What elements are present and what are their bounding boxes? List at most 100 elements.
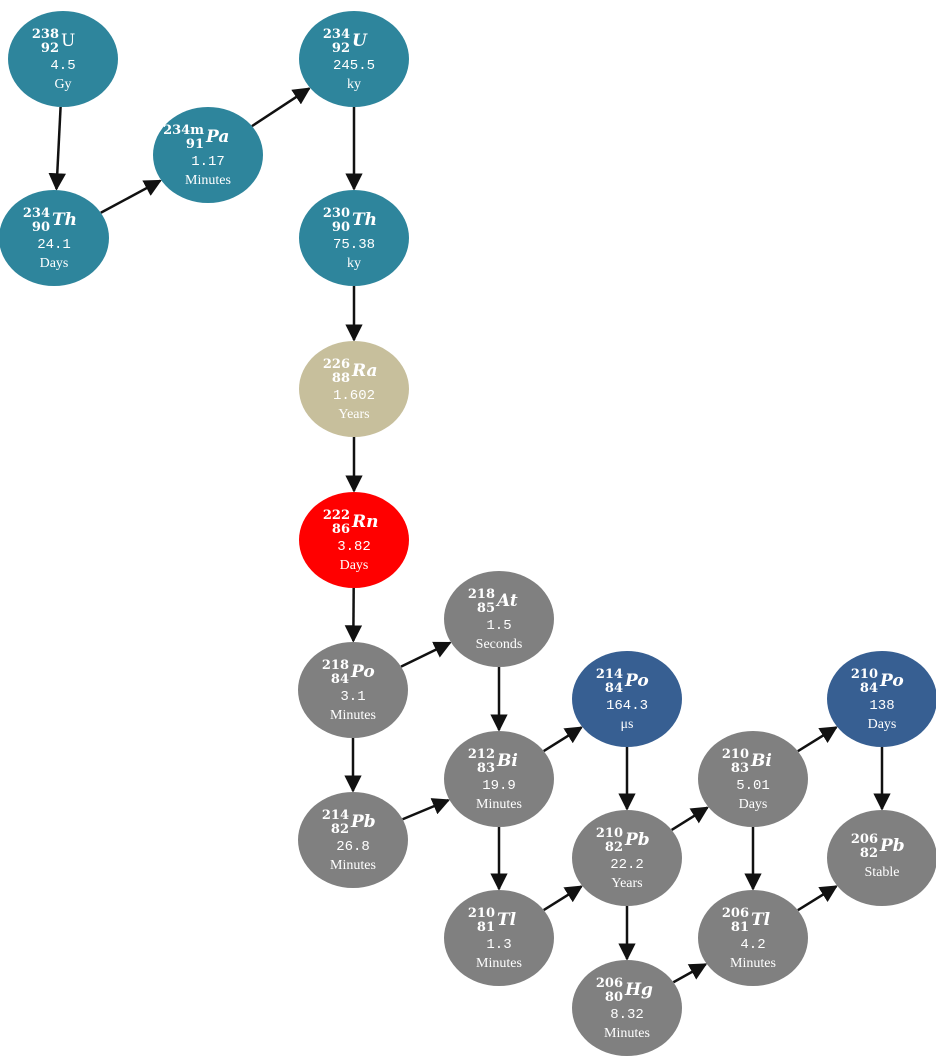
half-life-unit: ky bbox=[347, 77, 361, 92]
half-life-value: 1.602 bbox=[333, 388, 375, 404]
decay-arrow-hg206-to-tl206 bbox=[672, 963, 708, 984]
element-symbol: Pb bbox=[350, 812, 376, 832]
half-life-unit: ky bbox=[347, 256, 361, 271]
half-life-unit: Minutes bbox=[330, 858, 376, 873]
atomic-number: 82 bbox=[331, 822, 349, 837]
element-symbol: Pa bbox=[205, 127, 229, 147]
nuclide-circle bbox=[698, 890, 808, 986]
element-symbol: Th bbox=[52, 210, 77, 230]
nuclide-circle bbox=[572, 651, 682, 747]
half-life-unit: Stable bbox=[865, 865, 900, 880]
half-life-unit: Minutes bbox=[604, 1026, 650, 1041]
decay-arrow-bi212-to-po214 bbox=[543, 726, 583, 753]
half-life-unit: μs bbox=[621, 717, 634, 732]
mass-number: 212 bbox=[468, 747, 495, 762]
nuclide-circle bbox=[8, 11, 118, 107]
element-symbol: Pb bbox=[879, 836, 905, 856]
atomic-number: 83 bbox=[731, 761, 749, 776]
atomic-number: 90 bbox=[32, 220, 50, 235]
atomic-number: 90 bbox=[332, 220, 350, 235]
half-life-unit: Days bbox=[40, 256, 69, 271]
element-symbol: Pb bbox=[624, 830, 650, 850]
atomic-number: 81 bbox=[477, 920, 495, 935]
atomic-number: 92 bbox=[41, 41, 59, 56]
mass-number: 218 bbox=[322, 658, 349, 673]
atomic-number: 91 bbox=[186, 137, 204, 152]
mass-number: 226 bbox=[323, 357, 350, 372]
half-life-unit: Minutes bbox=[185, 173, 231, 188]
mass-number: 210 bbox=[468, 906, 495, 921]
element-symbol: Hg bbox=[624, 980, 653, 1000]
atomic-number: 86 bbox=[332, 522, 350, 537]
mass-number: 206 bbox=[851, 832, 878, 847]
atomic-number: 81 bbox=[731, 920, 749, 935]
half-life-value: 138 bbox=[869, 698, 894, 714]
atomic-number: 82 bbox=[860, 846, 878, 861]
element-symbol: Bi bbox=[750, 751, 772, 771]
half-life-value: 19.9 bbox=[482, 778, 516, 794]
decay-arrow-pa234-to-u234 bbox=[251, 87, 311, 128]
half-life-value: 4.5 bbox=[50, 58, 75, 74]
half-life-value: 1.3 bbox=[486, 937, 511, 953]
element-symbol: Po bbox=[350, 662, 375, 682]
element-symbol: Po bbox=[879, 671, 904, 691]
mass-number: 234 bbox=[323, 27, 350, 42]
element-symbol: At bbox=[495, 591, 518, 611]
nuclide-circle bbox=[299, 11, 409, 107]
atomic-number: 83 bbox=[477, 761, 495, 776]
element-symbol: U bbox=[352, 31, 368, 51]
nuclide-circle bbox=[299, 341, 409, 437]
decay-arrow-po218-to-at218 bbox=[400, 641, 452, 668]
half-life-value: 164.3 bbox=[606, 698, 648, 714]
half-life-unit: Seconds bbox=[476, 637, 523, 652]
half-life-unit: Minutes bbox=[730, 956, 776, 971]
element-symbol: Po bbox=[624, 671, 649, 691]
nuclide-circle bbox=[444, 571, 554, 667]
half-life-value: 4.2 bbox=[740, 937, 765, 953]
mass-number: 210 bbox=[722, 747, 749, 762]
mass-number: 230 bbox=[323, 206, 350, 221]
half-life-unit: Days bbox=[340, 558, 369, 573]
element-symbol: U bbox=[61, 31, 75, 51]
half-life-unit: Minutes bbox=[476, 956, 522, 971]
decay-arrow-pb210-to-bi210 bbox=[671, 806, 709, 832]
atomic-number: 82 bbox=[605, 840, 623, 855]
half-life-value: 1.5 bbox=[486, 618, 511, 634]
nuclide-circle bbox=[444, 731, 554, 827]
half-life-unit: Years bbox=[611, 876, 642, 891]
nuclide-circle bbox=[572, 810, 682, 906]
decay-arrows bbox=[48, 87, 891, 984]
half-life-value: 8.32 bbox=[610, 1007, 644, 1023]
half-life-value: 22.2 bbox=[610, 857, 644, 873]
mass-number: 210 bbox=[596, 826, 623, 841]
half-life-unit: Days bbox=[739, 797, 768, 812]
half-life-value: 1.17 bbox=[191, 154, 225, 170]
mass-number: 238 bbox=[32, 27, 59, 42]
decay-arrow-pb214-to-bi212 bbox=[402, 798, 451, 821]
nuclide-circle bbox=[299, 492, 409, 588]
mass-number: 234 bbox=[23, 206, 50, 221]
mass-number: 214 bbox=[322, 808, 349, 823]
atomic-number: 88 bbox=[332, 371, 350, 386]
nuclide-circle bbox=[298, 792, 408, 888]
half-life-unit: Minutes bbox=[330, 708, 376, 723]
nuclide-circle bbox=[444, 890, 554, 986]
nuclide-circle bbox=[698, 731, 808, 827]
element-symbol: Bi bbox=[496, 751, 518, 771]
element-symbol: Tl bbox=[751, 910, 771, 930]
mass-number: 206 bbox=[722, 906, 749, 921]
half-life-unit: Gy bbox=[54, 77, 71, 92]
